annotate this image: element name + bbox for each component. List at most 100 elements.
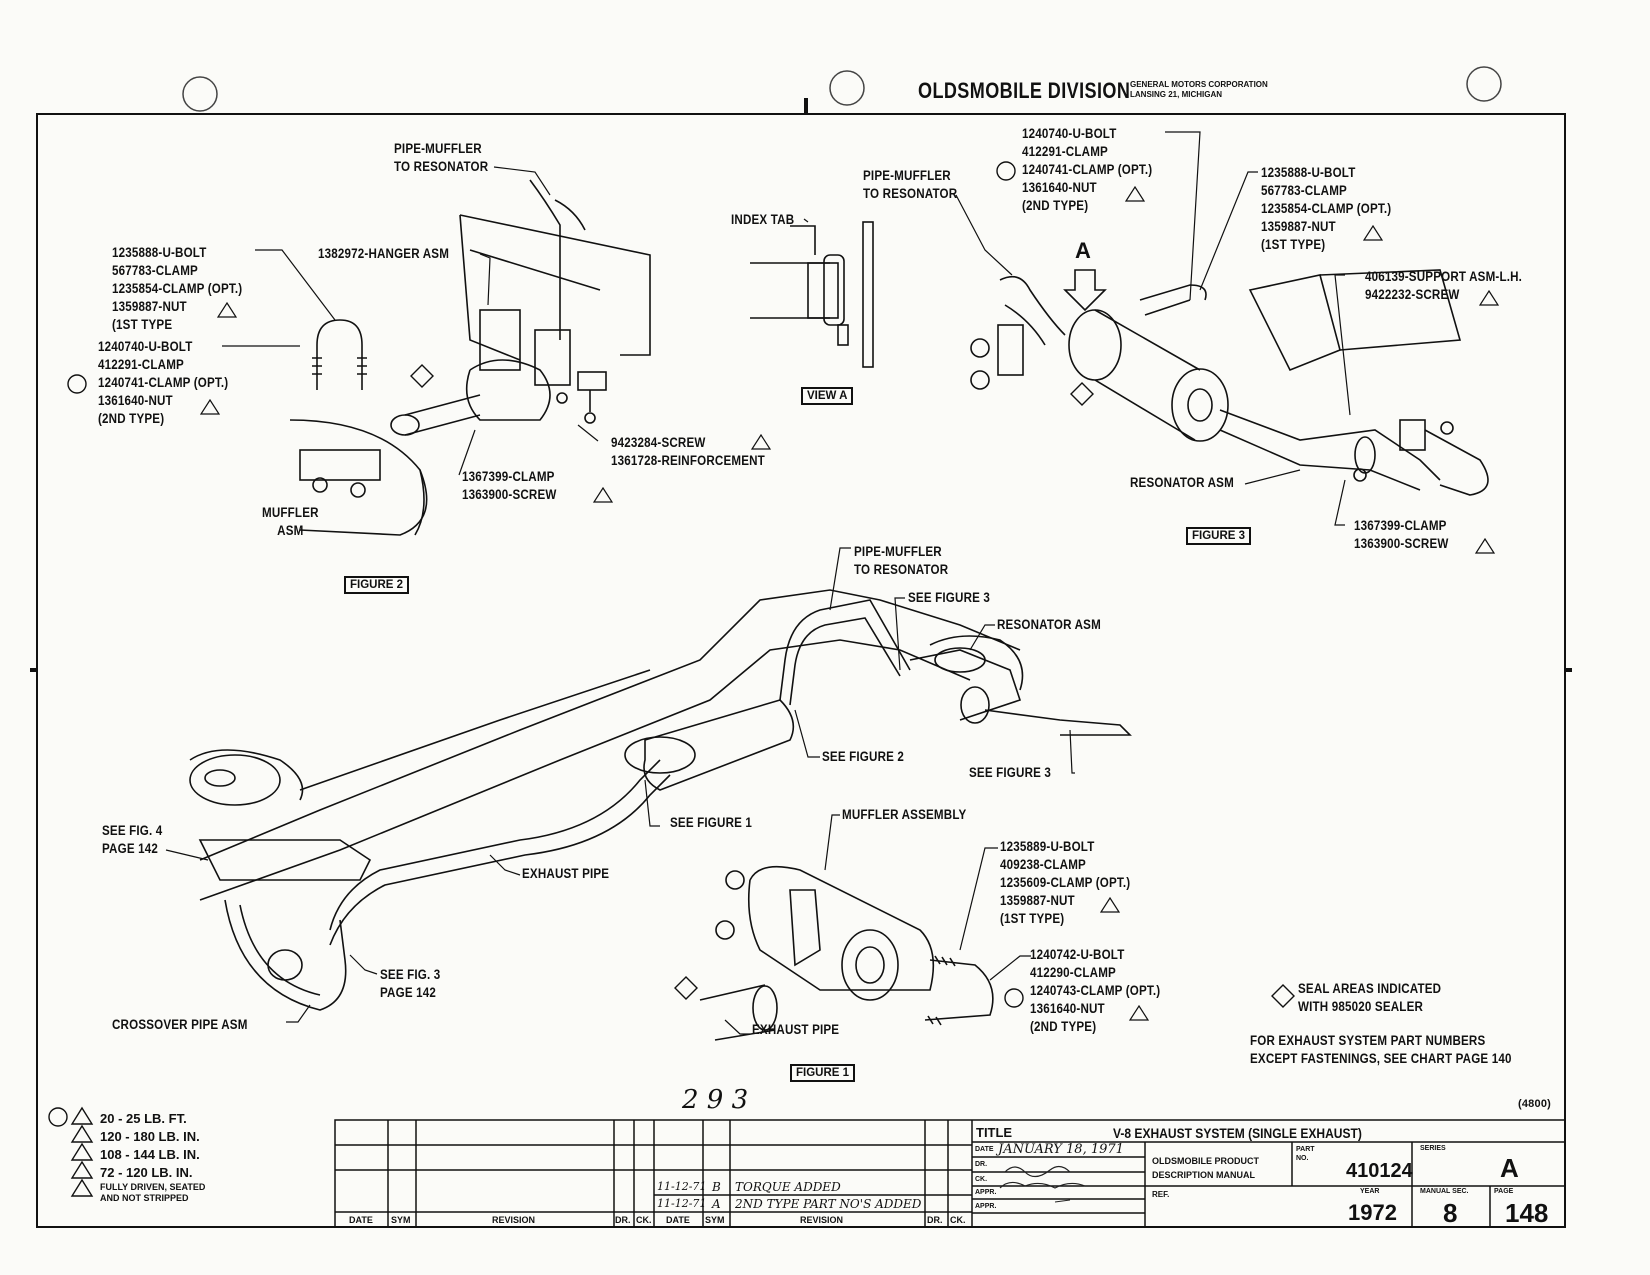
fig2-screw-label: 9423284-SCREW 1361728-REINFORCEMENT bbox=[611, 435, 765, 468]
viewA-index-tab-label: INDEX TAB bbox=[731, 212, 795, 227]
title-label: TITLE bbox=[976, 1125, 1013, 1140]
torque-legend: 20 - 25 LB. FT. 120 - 180 LB. IN. 108 - … bbox=[100, 1110, 205, 1204]
fig3-view-arrow-label: A bbox=[1075, 238, 1092, 263]
rev-row-sym: B bbox=[712, 1180, 721, 1194]
part-no-label: PART NO. bbox=[1296, 1146, 1315, 1162]
page-value: 148 bbox=[1505, 1198, 1549, 1228]
year-label: YEAR bbox=[1360, 1188, 1380, 1195]
fig2-muffler-label: MUFFLER ASM bbox=[262, 505, 319, 538]
rev-row-revision: TORQUE ADDED bbox=[735, 1180, 841, 1194]
year-value: 1972 bbox=[1348, 1200, 1397, 1225]
fig2-ubolt-2nd-label: 1240740-U-BOLT 412291-CLAMP 1240741-CLAM… bbox=[98, 339, 229, 426]
main-see-fig3-label: SEE FIG. 3 PAGE 142 bbox=[380, 967, 441, 1000]
punch-hole bbox=[829, 70, 865, 106]
part-number: 410124 bbox=[1346, 1160, 1413, 1182]
corp-line-1: GENERAL MOTORS CORPORATION bbox=[1130, 80, 1268, 89]
rev-header-sym: SYM bbox=[391, 1215, 411, 1225]
rev-row-date: 11-12-71 bbox=[657, 1197, 707, 1210]
figure2-drawing bbox=[289, 179, 651, 536]
rev-header-ck-2: CK. bbox=[950, 1215, 966, 1225]
series-label: SERIES bbox=[1420, 1145, 1446, 1152]
rev-header-date: DATE bbox=[349, 1215, 373, 1225]
seal-diamonds bbox=[410, 364, 1295, 1008]
main-pipe-muffler-label: PIPE-MUFFLER TO RESONATOR bbox=[854, 544, 949, 577]
fig3-support-label: 406139-SUPPORT ASM-L.H. 9422232-SCREW bbox=[1365, 269, 1523, 302]
main-see-figure3-b: SEE FIGURE 3 bbox=[969, 765, 1052, 780]
main-resonator-label: RESONATOR ASM bbox=[997, 617, 1101, 632]
callout-triangles bbox=[199, 185, 1500, 1021]
main-muffler-assembly-label: MUFFLER ASSEMBLY bbox=[842, 807, 967, 822]
torque-item: 120 - 180 LB. IN. bbox=[100, 1129, 200, 1144]
fig3-clamp-label: 1367399-CLAMP 1363900-SCREW bbox=[1354, 518, 1449, 551]
drawing-title: V-8 EXHAUST SYSTEM (SINGLE EXHAUST) bbox=[1113, 1125, 1362, 1141]
fig3-pipe-muffler-label: PIPE-MUFFLER TO RESONATOR bbox=[863, 168, 958, 201]
fig1-ubolt-1st-label: 1235889-U-BOLT 409238-CLAMP 1235609-CLAM… bbox=[1000, 839, 1131, 926]
rev-header-sym-2: SYM bbox=[705, 1215, 725, 1225]
drawing-code: (4800) bbox=[1518, 1098, 1551, 1110]
page-label: PAGE bbox=[1494, 1188, 1514, 1195]
main-see-figure3-a: SEE FIGURE 3 bbox=[908, 590, 991, 605]
manual-line-2: DESCRIPTION MANUAL bbox=[1152, 1170, 1255, 1180]
torque-item: FULLY DRIVEN, SEATED AND NOT STRIPPED bbox=[100, 1182, 206, 1203]
part-numbers-note: FOR EXHAUST SYSTEM PART NUMBERS EXCEPT F… bbox=[1250, 1033, 1512, 1066]
figure1-drawing bbox=[699, 865, 994, 1041]
series-value: A bbox=[1500, 1153, 1519, 1183]
revision-table-grid bbox=[334, 1119, 1566, 1228]
rev-header-dr-2: DR. bbox=[927, 1215, 943, 1225]
leader-lines bbox=[165, 131, 1351, 1035]
rev-header-date-2: DATE bbox=[666, 1215, 690, 1225]
fig2-hanger-label: 1382972-HANGER ASM bbox=[318, 246, 450, 261]
circle-a-marks bbox=[67, 161, 1024, 1008]
manual-sec-value: 8 bbox=[1443, 1198, 1458, 1228]
fig2-pipe-muffler-label: PIPE-MUFFLER TO RESONATOR bbox=[394, 141, 489, 174]
punch-hole bbox=[182, 76, 218, 112]
fig1-exhaust-pipe-label: EXHAUST PIPE bbox=[752, 1022, 840, 1037]
main-chassis-drawing bbox=[189, 589, 1132, 1011]
fig1-ubolt-2nd-label: 1240742-U-BOLT 412290-CLAMP 1240743-CLAM… bbox=[1030, 947, 1161, 1034]
ck-label: CK. bbox=[975, 1176, 988, 1183]
division-title: OLDSMOBILE DIVISION bbox=[918, 78, 1131, 103]
fig3-resonator-label: RESONATOR ASM bbox=[1130, 475, 1234, 490]
manual-line-1: OLDSMOBILE PRODUCT bbox=[1152, 1156, 1259, 1166]
main-crossover-label: CROSSOVER PIPE ASM bbox=[112, 1017, 248, 1032]
corp-line-2: LANSING 21, MICHIGAN bbox=[1130, 90, 1223, 99]
fig2-ubolt-1st-label: 1235888-U-BOLT 567783-CLAMP 1235854-CLAM… bbox=[112, 245, 243, 332]
dr-label: DR. bbox=[975, 1161, 988, 1168]
ref-label: REF. bbox=[1152, 1190, 1170, 1199]
main-see-fig4-label: SEE FIG. 4 PAGE 142 bbox=[102, 823, 163, 856]
date-label: DATE bbox=[975, 1146, 994, 1153]
torque-item: 72 - 120 LB. IN. bbox=[100, 1165, 193, 1180]
appr-label: APPR. bbox=[975, 1189, 997, 1196]
fig3-ubolt-1st-label: 1235888-U-BOLT 567783-CLAMP 1235854-CLAM… bbox=[1261, 165, 1392, 252]
main-see-figure2: SEE FIGURE 2 bbox=[822, 749, 905, 764]
appr-label: APPR. bbox=[975, 1203, 997, 1210]
seal-note: SEAL AREAS INDICATED WITH 985020 SEALER bbox=[1298, 981, 1442, 1014]
manual-sec-label: MANUAL SEC. bbox=[1420, 1188, 1469, 1195]
torque-item: 108 - 144 LB. IN. bbox=[100, 1147, 200, 1162]
figure3-drawing bbox=[970, 269, 1489, 496]
punch-hole bbox=[1466, 66, 1502, 102]
rev-header-dr: DR. bbox=[615, 1215, 631, 1225]
sheet-number: 2 9 3 bbox=[682, 1085, 749, 1115]
rev-header-revision-2: REVISION bbox=[800, 1215, 844, 1225]
viewA-caption: VIEW A bbox=[801, 387, 854, 405]
torque-item: 20 - 25 LB. FT. bbox=[100, 1111, 187, 1126]
figure3-caption: FIGURE 3 bbox=[1186, 527, 1252, 545]
figure2-caption: FIGURE 2 bbox=[344, 576, 410, 594]
figure1-caption: FIGURE 1 bbox=[790, 1064, 856, 1082]
rev-row-revision: 2ND TYPE PART NO'S ADDED bbox=[735, 1197, 922, 1211]
main-exhaust-pipe-label: EXHAUST PIPE bbox=[522, 866, 610, 881]
main-see-figure1: SEE FIGURE 1 bbox=[670, 815, 753, 830]
torque-triangles bbox=[48, 1106, 94, 1197]
corporation-address: GENERAL MOTORS CORPORATION LANSING 21, M… bbox=[1130, 80, 1268, 100]
rev-header-ck: CK. bbox=[636, 1215, 652, 1225]
rev-row-sym: A bbox=[712, 1197, 721, 1211]
rev-row-date: 11-12-71 bbox=[657, 1180, 707, 1193]
fig2-clamp-label: 1367399-CLAMP 1363900-SCREW bbox=[462, 469, 557, 502]
signature-marks bbox=[999, 1165, 1086, 1203]
viewA-drawing bbox=[750, 221, 874, 368]
fig3-ubolt-2nd-label: 1240740-U-BOLT 412291-CLAMP 1240741-CLAM… bbox=[1022, 126, 1153, 213]
drawing-date: JANUARY 18, 1971 bbox=[998, 1142, 1124, 1157]
rev-header-revision: REVISION bbox=[492, 1215, 536, 1225]
